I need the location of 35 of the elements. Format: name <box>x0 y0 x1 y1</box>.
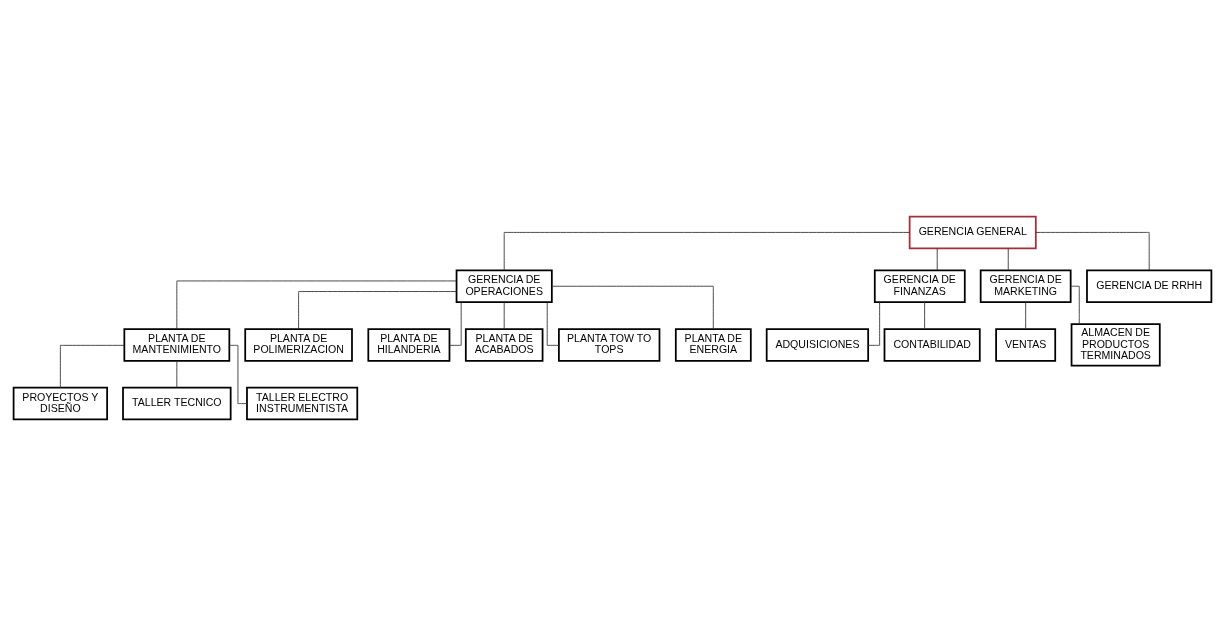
connector <box>59 344 125 388</box>
connector <box>1025 301 1027 329</box>
connector <box>867 301 881 346</box>
connector <box>176 280 457 329</box>
connector <box>1035 231 1150 271</box>
node-box: VENTAS <box>995 327 1057 362</box>
connector <box>936 247 938 271</box>
node-box: ADQUISICIONES <box>765 327 870 362</box>
connector <box>1070 285 1080 324</box>
connector <box>546 301 560 346</box>
node-box: PLANTA DE POLIMERIZACION <box>244 327 353 362</box>
node-box: CONTABILIDAD <box>883 327 981 362</box>
node-box: GERENCIA GENERAL <box>908 215 1037 249</box>
node-box: GERENCIA DE RRHH <box>1086 268 1213 303</box>
connector <box>1007 247 1009 271</box>
node-box: PLANTA DE ENERGIA <box>674 327 752 362</box>
connector <box>176 360 178 388</box>
node-box: ALMACEN DE PRODUCTOS TERMINADOS <box>1070 322 1161 367</box>
node-box: TALLER ELECTRO INSTRUMENTISTA <box>246 386 359 420</box>
node-box: PLANTA DE ACABADOS <box>464 327 544 362</box>
node-box: GERENCIA DE MARKETING <box>979 268 1072 303</box>
connector <box>298 290 457 329</box>
connector <box>551 285 714 329</box>
connector <box>229 344 248 404</box>
node-box: TALLER TECNICO <box>122 386 232 420</box>
connector <box>503 231 910 271</box>
node-box: PLANTA TOW TO TOPS <box>558 327 661 362</box>
node-box: GERENCIA DE FINANZAS <box>873 268 966 303</box>
node-box: GERENCIA DE OPERACIONES <box>455 268 553 303</box>
node-box: PROYECTOS Y DISEÑO <box>12 386 108 420</box>
connector <box>503 301 505 329</box>
node-box: PLANTA DE HILANDERIA <box>367 327 451 362</box>
node-box: PLANTA DE MANTENIMIENTO <box>123 327 231 362</box>
connector <box>449 301 462 346</box>
connector <box>924 301 926 329</box>
